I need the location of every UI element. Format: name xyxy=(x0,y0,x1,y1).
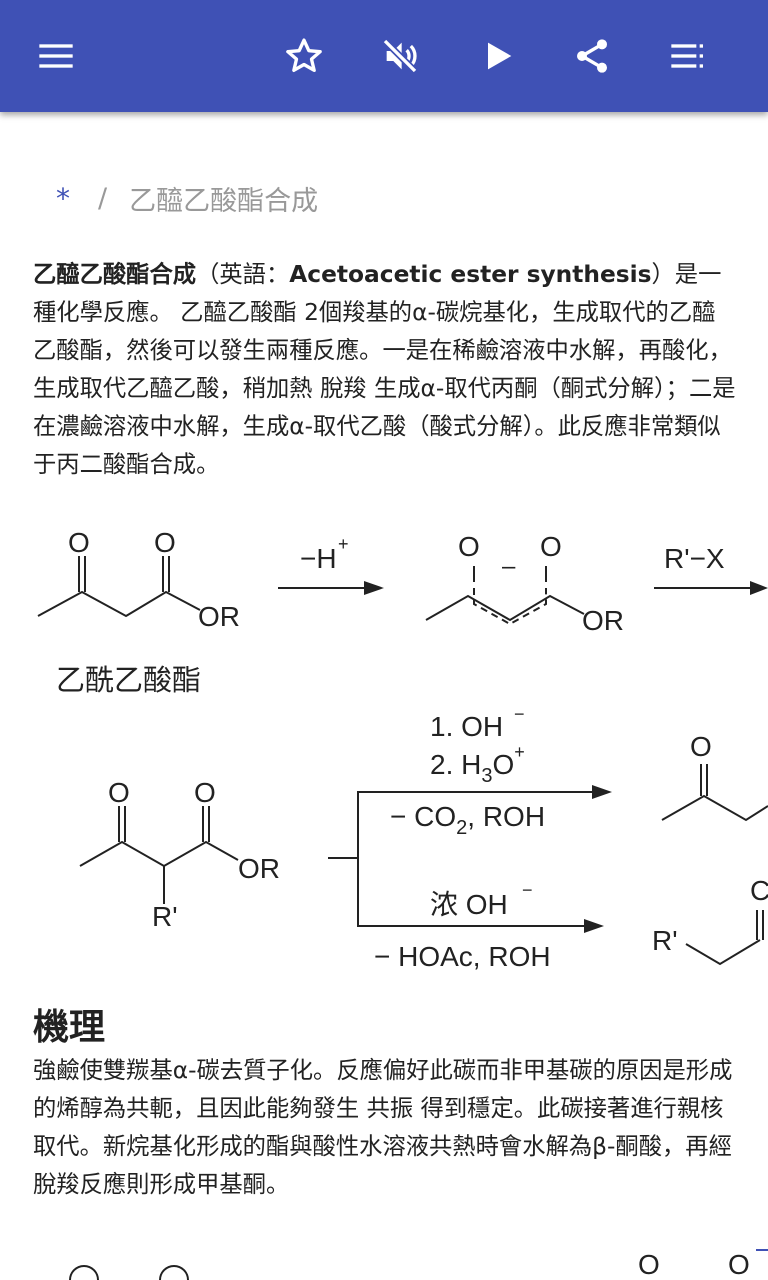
o-label: O xyxy=(108,777,130,808)
breadcrumb: * / 乙醯乙酸酯合成 xyxy=(56,178,318,218)
hamburger-menu-icon xyxy=(39,44,73,68)
o-label: O xyxy=(638,1249,660,1280)
o-anion-label: O xyxy=(728,1249,750,1280)
reaction-scheme-mechanism: O O xyxy=(69,1249,768,1280)
o-label: O xyxy=(68,527,90,558)
volume-off-icon xyxy=(382,38,418,74)
share-icon xyxy=(577,39,607,73)
reagent-alkyl-halide: R'−X xyxy=(664,543,725,574)
o-label: O xyxy=(194,777,216,808)
bookmark-button[interactable] xyxy=(276,28,332,84)
enolate-charge: – xyxy=(502,553,516,580)
breadcrumb-current: 乙醯乙酸酯合成 xyxy=(129,185,319,217)
reagent-charge: + xyxy=(338,534,349,554)
mute-button[interactable] xyxy=(372,28,428,84)
reaction-scheme-deprotonation: O O OR −H + O O – OR R'−X 乙酰乙酸酯 xyxy=(37,527,768,697)
or-label: OR xyxy=(198,601,240,632)
o-label: O xyxy=(458,531,480,562)
r-prime-label: R' xyxy=(152,901,178,932)
step-base-hydrolysis: 1. OH xyxy=(430,711,503,742)
play-icon xyxy=(488,42,512,70)
intro-term: 乙醯乙酸酯合成 xyxy=(33,261,197,288)
section-heading-mechanism: 機理 xyxy=(33,1007,106,1048)
intro-paragraph: 乙醯乙酸酯合成（英語：Acetoacetic ester synthesis）是… xyxy=(33,256,738,484)
play-button[interactable] xyxy=(470,28,526,84)
share-button[interactable] xyxy=(564,28,620,84)
breadcrumb-root-link[interactable]: * xyxy=(56,181,70,215)
step-acidify: 2. H3O+ xyxy=(430,742,525,787)
or-label: OR xyxy=(238,853,280,884)
o-label: O xyxy=(540,531,562,562)
hydroxide-charge: − xyxy=(522,880,533,900)
menu-button[interactable] xyxy=(28,28,84,84)
star-icon xyxy=(286,38,322,73)
step-acid-cleavage: − HOAc, ROH xyxy=(374,941,551,972)
o-label-partial: C xyxy=(750,875,768,906)
breadcrumb-separator: / xyxy=(98,182,108,214)
o-label: O xyxy=(154,527,176,558)
app-toolbar xyxy=(0,0,768,112)
playlist-icon xyxy=(671,44,703,68)
step-decarboxylation: − CO2, ROH xyxy=(390,801,545,839)
intro-body: ）是一種化學反應。 乙醯乙酸酯 2個羧基的α-碳烷基化，生成取代的乙醯乙酸酯，然… xyxy=(33,261,736,478)
scheme-caption: 乙酰乙酸酯 xyxy=(56,664,201,697)
hydroxide-charge: − xyxy=(514,704,525,724)
mechanism-paragraph: 強鹼使雙羰基α-碳去質子化。反應偏好此碳而非甲基碳的原因是形成的烯醇為共軛，且因… xyxy=(33,1057,733,1198)
reaction-scheme-decomposition: O O OR R' 1. OH − 2. H3O+ − CO2, ROH 浓 O… xyxy=(79,704,768,972)
r-prime-label: R' xyxy=(652,925,678,956)
intro-open: （英語： xyxy=(196,261,290,288)
reagent-deprotonate: −H xyxy=(300,543,337,574)
step-concentrated-base: 浓 OH xyxy=(430,889,508,920)
o-label: O xyxy=(690,731,712,762)
or-label: OR xyxy=(582,605,624,636)
intro-term-en: Acetoacetic ester synthesis xyxy=(289,261,652,288)
playlist-button[interactable] xyxy=(660,28,716,84)
